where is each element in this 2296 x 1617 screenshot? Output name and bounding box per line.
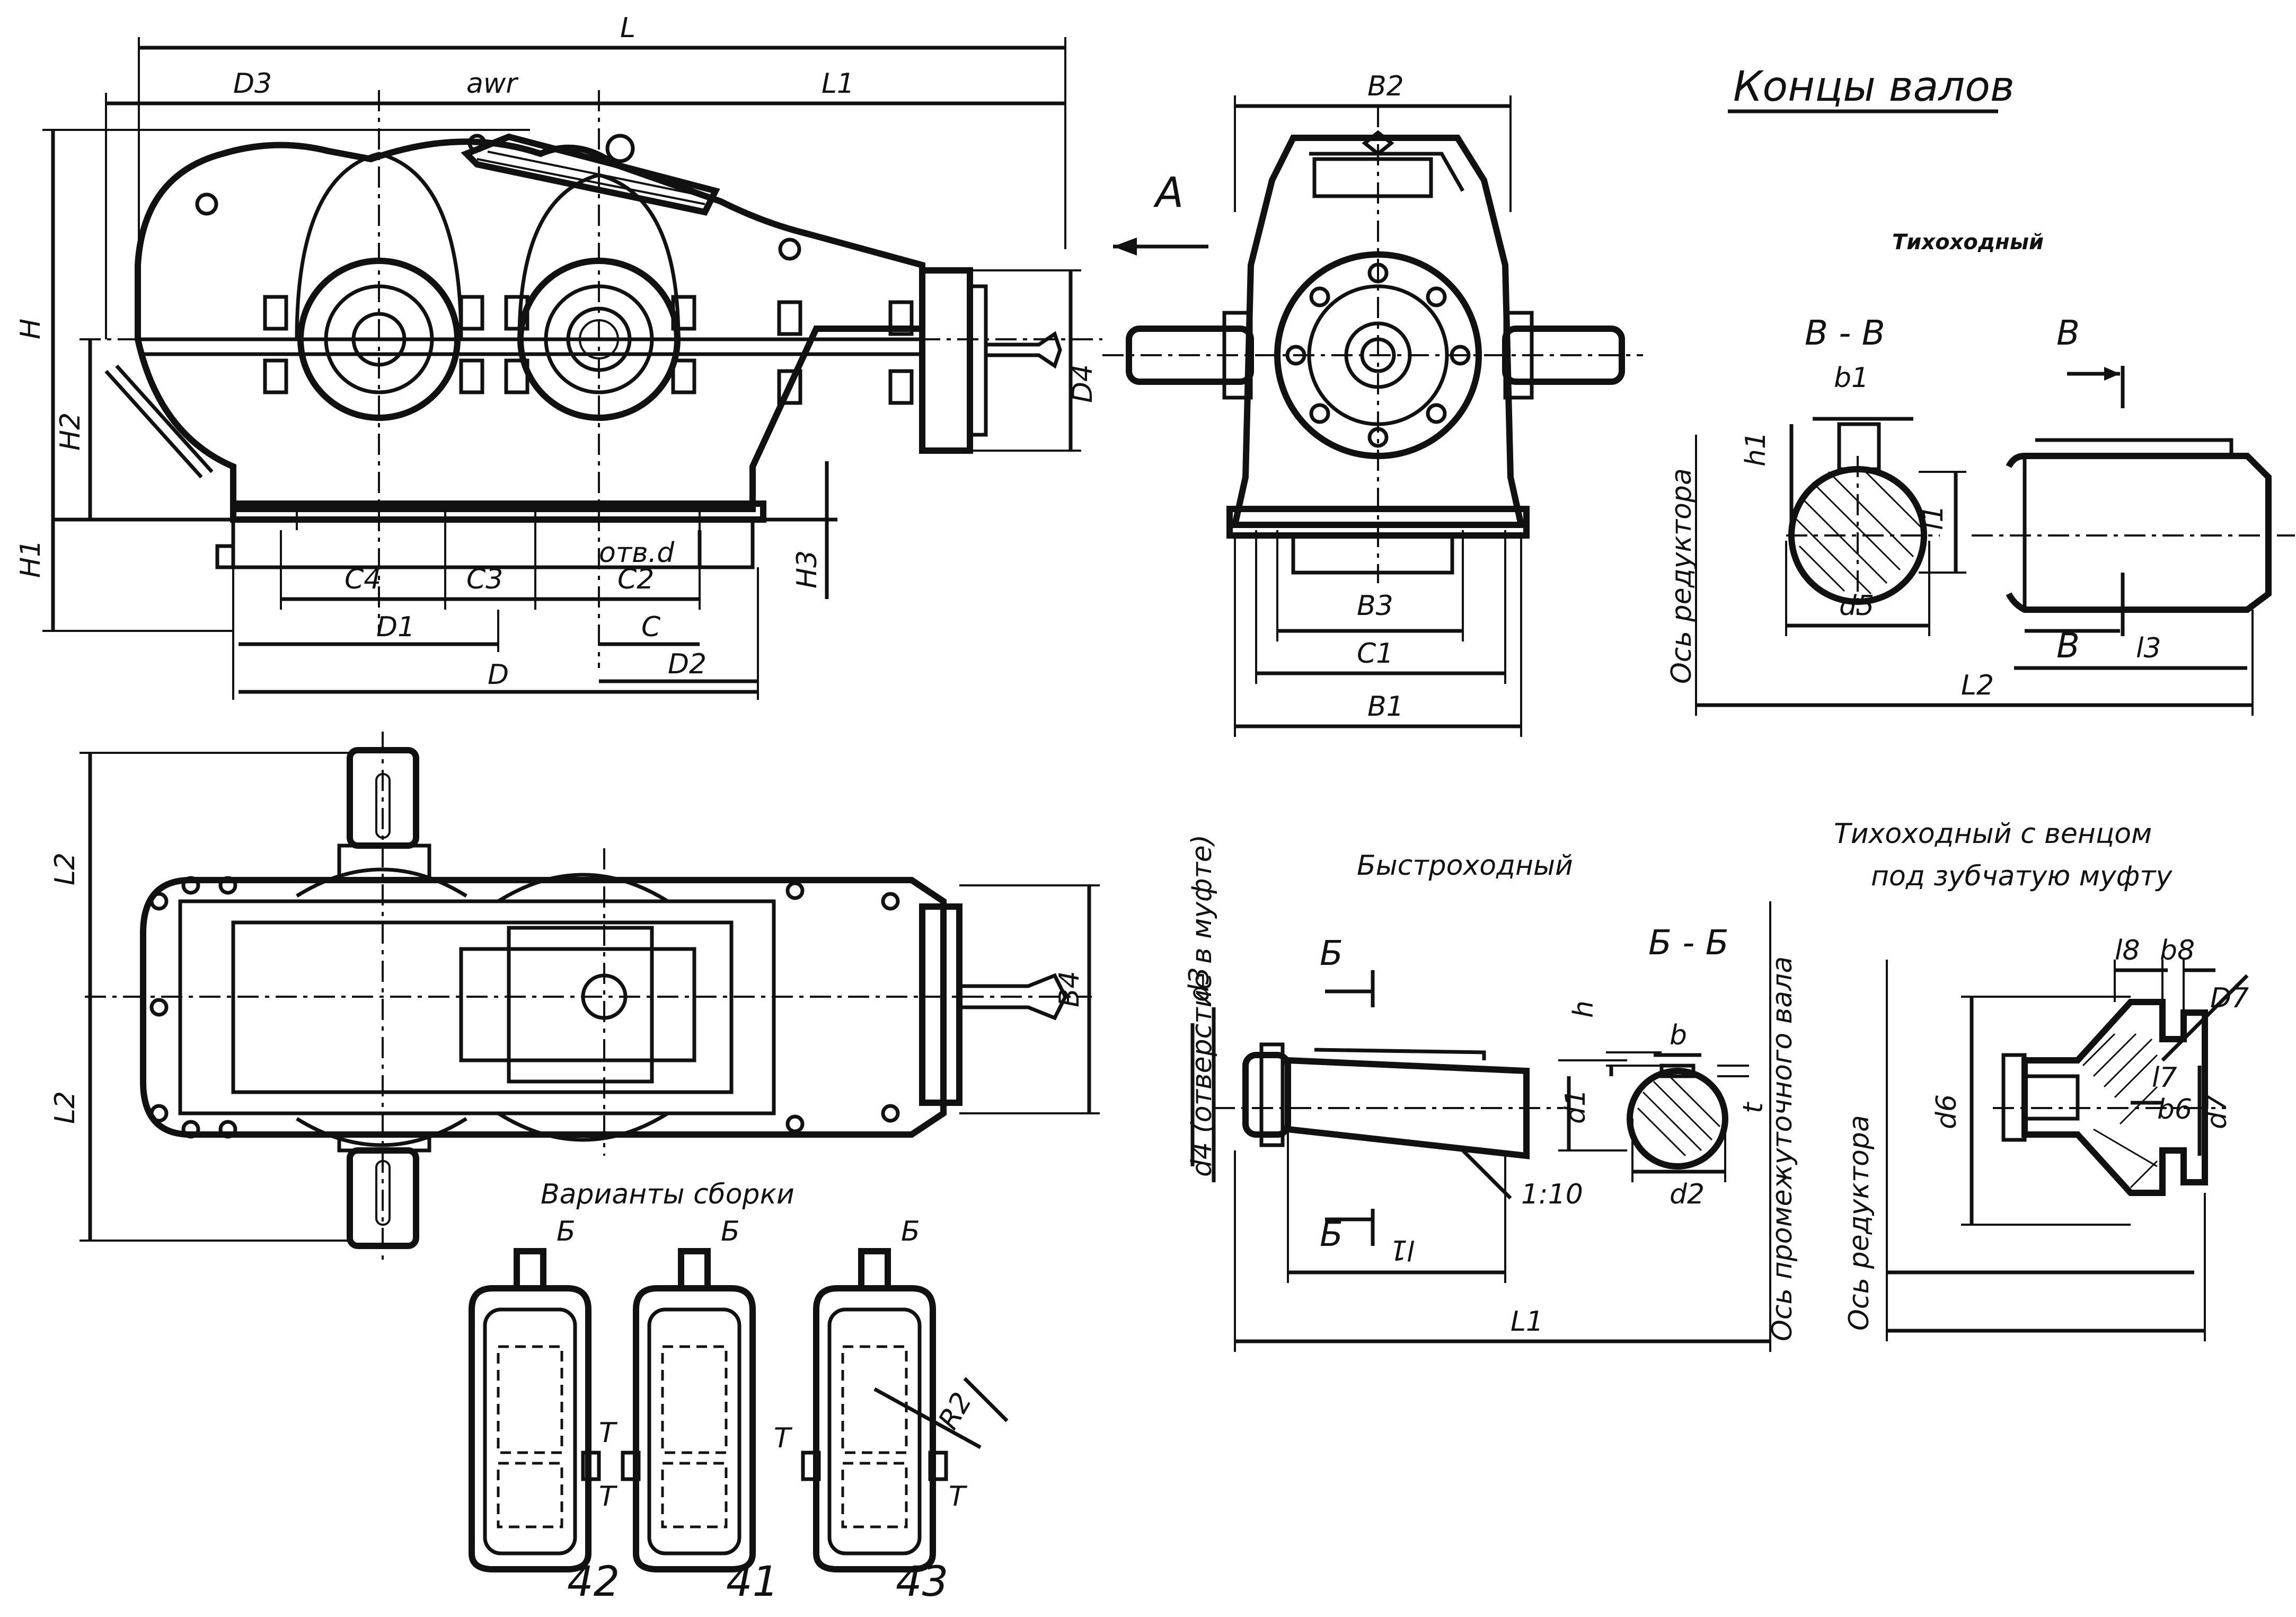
label-d2: d2	[1670, 1179, 1705, 1210]
label-C: C	[641, 611, 661, 643]
label-B4: B4	[1054, 971, 1085, 1007]
label-b8: b8	[2160, 935, 2195, 966]
label-d4-note: d4 (отверстие в муфте)	[1186, 834, 1218, 1177]
assembly-variants	[469, 1248, 1009, 1572]
variant-label-43: 43	[896, 1558, 948, 1606]
label-otv-d: отв.d	[599, 537, 675, 569]
slow-shaft-end	[1695, 366, 2295, 716]
label-l1-fast: l1	[1390, 1234, 1415, 1266]
fast-shaft-end	[1190, 901, 1771, 1352]
label-D1: D1	[376, 611, 415, 643]
label-taper: 1:10	[1521, 1179, 1583, 1210]
label-C1: C1	[1357, 638, 1393, 670]
label-D4: D4	[1067, 364, 1099, 403]
front-view-dimensions	[42, 37, 1081, 700]
coupling-title-1: Тихоходный с венцом	[1834, 818, 2152, 850]
label-H: H	[15, 319, 47, 339]
label-D2: D2	[668, 648, 707, 680]
fast-mark-bottom: Б	[1320, 1215, 1343, 1254]
variant-label-41: 41	[726, 1558, 779, 1606]
label-d5: d5	[1839, 590, 1874, 622]
label-d1: d1	[1560, 1089, 1592, 1124]
label-A: A	[1153, 169, 1184, 217]
label-L2-slow: L2	[1961, 670, 1994, 701]
label-b6: b6	[2157, 1094, 2192, 1126]
label-L: L	[620, 12, 635, 44]
slow-axis-label: Ось редуктора	[1666, 468, 1698, 684]
label-D3: D3	[233, 68, 272, 100]
slow-view-mark-bottom: В	[2056, 627, 2080, 666]
fast-shaft-title: Быстроходный	[1357, 850, 1573, 882]
label-d7: d7	[2201, 1094, 2233, 1129]
label-L2-lower: L2	[49, 1091, 81, 1124]
mark-T-42: Т	[599, 1481, 618, 1513]
fast-axis-label: Ось промежуточного вала	[1767, 956, 1798, 1341]
label-D7: D7	[2210, 982, 2249, 1014]
variant-43	[801, 1248, 1009, 1572]
label-C2: C2	[617, 564, 654, 595]
mark-T-41: Т	[599, 1417, 618, 1449]
label-B2: B2	[1367, 71, 1404, 102]
variant-41	[621, 1248, 756, 1572]
label-awr: awr	[466, 68, 519, 100]
mark-B-43: Б	[901, 1216, 920, 1247]
label-b1: b1	[1834, 362, 1869, 394]
label-B3: B3	[1357, 590, 1393, 622]
label-C3: C3	[466, 564, 503, 595]
assembly-labels: Варианты сборки Б Б Б Т Т Т Т R2 42 41 4…	[541, 1179, 978, 1606]
top-view-dimensions	[80, 752, 1100, 1242]
slow-shaft-title: Тихоходный	[1892, 230, 2044, 254]
label-D: D	[488, 659, 509, 691]
label-l8: l8	[2115, 935, 2140, 966]
side-view	[1102, 106, 1643, 583]
slow-section-label: В - В	[1805, 314, 1885, 353]
label-l3: l3	[2136, 632, 2161, 664]
label-t: t	[1737, 1102, 1769, 1113]
fast-mark-top: Б	[1320, 934, 1343, 973]
label-L2-upper: L2	[49, 853, 81, 885]
shaft-ends-title: Концы валов	[1733, 63, 2015, 111]
label-h1: h1	[1740, 432, 1772, 467]
label-B1: B1	[1367, 691, 1404, 723]
mark-B-42: Б	[557, 1216, 576, 1247]
label-H2: H2	[55, 412, 86, 451]
top-view	[85, 732, 1092, 1262]
label-L1-top: L1	[822, 68, 854, 100]
variant-label-42: 42	[567, 1558, 620, 1606]
label-b: b	[1670, 1020, 1687, 1051]
label-l1-slow: l1	[1918, 505, 1949, 530]
coupling-axis-label: Ось редуктора	[1843, 1115, 1875, 1331]
label-H1: H1	[15, 540, 47, 578]
label-d3: d3	[1184, 967, 1215, 1002]
mark-B-41: Б	[721, 1216, 740, 1247]
assembly-title: Варианты сборки	[541, 1179, 794, 1210]
coupling-title-2: под зубчатую муфту	[1871, 860, 2173, 892]
fast-section-label: Б - Б	[1648, 924, 1729, 963]
shaft-end-labels: Концы валов Тихоходный В - В В b1 h1 l1 …	[1184, 63, 2249, 1341]
label-H3: H3	[791, 550, 823, 588]
side-view-dimensions	[1234, 95, 1522, 737]
mark-T-43-right: Т	[949, 1481, 968, 1513]
dimension-labels: L D3 awr L1 H H2 H1 D4 H3 C4 C3 C2 отв.d…	[15, 12, 1404, 1124]
label-h: h	[1568, 1000, 1600, 1018]
label-R2: R2	[932, 1387, 978, 1435]
label-l7: l7	[2152, 1062, 2177, 1094]
label-d6: d6	[1931, 1094, 1963, 1129]
coupling-shaft-end	[1886, 960, 2249, 1341]
slow-view-mark: В	[2056, 314, 2080, 353]
label-L1-fast: L1	[1511, 1306, 1543, 1338]
label-C4: C4	[345, 564, 381, 595]
variant-42	[469, 1248, 601, 1572]
mark-T-43-left: Т	[774, 1422, 793, 1454]
